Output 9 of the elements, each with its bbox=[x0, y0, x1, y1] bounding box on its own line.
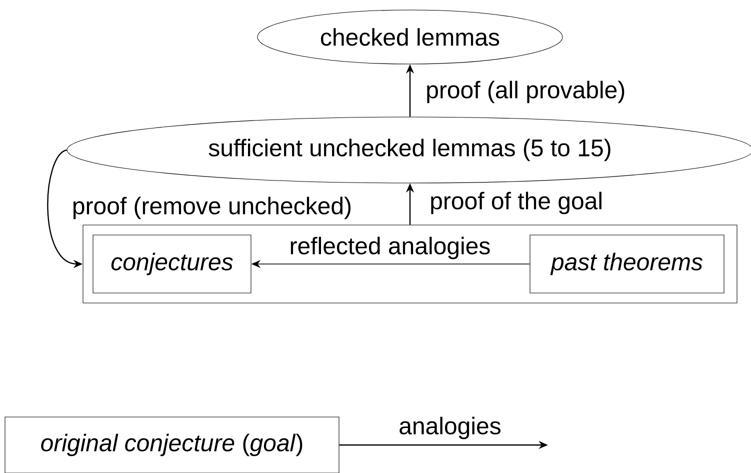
text-box: original conjecture (goal) bbox=[4, 416, 340, 473]
edge-label: proof of the goal bbox=[428, 190, 604, 216]
edge-label: reflected analogies bbox=[288, 235, 492, 260]
edge-label: analogies bbox=[397, 415, 503, 440]
item-box: past theorems bbox=[530, 234, 724, 294]
edge-label: proof (all provable) bbox=[424, 79, 628, 105]
item-box: conjectures bbox=[92, 234, 252, 294]
edge-label: proof (remove unchecked) bbox=[70, 195, 354, 220]
group-box bbox=[82, 224, 738, 304]
